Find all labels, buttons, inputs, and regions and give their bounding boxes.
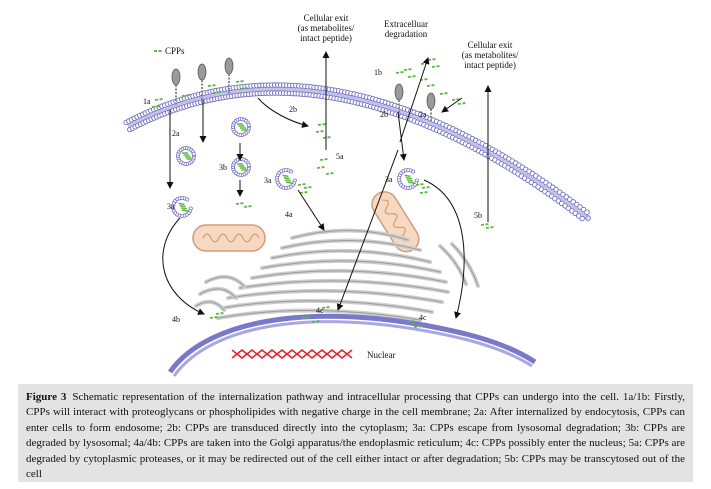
receptor-4	[394, 83, 404, 116]
label-4b: 4b	[172, 315, 180, 324]
label-5a: 5a	[336, 152, 344, 161]
dna-strand	[231, 348, 353, 360]
exit-right-line3: intact peptide)	[464, 60, 516, 70]
mitochondrion-left	[192, 224, 266, 252]
extracellular-line1: Extracelluar	[384, 19, 428, 29]
nuclear-label: Nuclear	[367, 350, 395, 360]
label-4c: 4c	[316, 306, 324, 315]
extracellular-line2: degradation	[385, 29, 428, 39]
exit-left-line1: Cellular exit	[304, 13, 349, 23]
label-2a-left: 2a	[172, 129, 180, 138]
label-3b: 3b	[219, 163, 227, 172]
receptor-2	[197, 63, 207, 100]
arrow-3a-mid	[297, 189, 325, 231]
cpp-peptides	[151, 58, 495, 328]
label-1a: 1a	[143, 97, 151, 106]
golgi-er-stacks	[194, 228, 480, 322]
nucleus	[167, 313, 537, 377]
exit-right-line1: Cellular exit	[468, 40, 513, 50]
exit-right-line2: (as metabolites/	[462, 50, 519, 60]
receptor-3	[224, 57, 234, 94]
pathway-arrows	[162, 51, 492, 319]
receptor-1	[171, 68, 181, 105]
cell-membrane	[123, 82, 591, 222]
label-3a-right: 3a	[385, 175, 393, 184]
arrow-5a	[336, 149, 399, 311]
receptor-5	[426, 92, 436, 123]
label-3a-left: 3a	[167, 202, 175, 211]
arrow-extracellular	[399, 57, 430, 143]
endosome-vesicles	[171, 117, 419, 218]
arrow-2b-left	[257, 97, 309, 128]
figure-label: Figure 3	[26, 391, 67, 403]
label-4c-right: 4c	[419, 313, 427, 322]
label-4a: 4a	[285, 210, 293, 219]
cpps-legend-label: CPPs	[165, 46, 185, 56]
arrow-4c	[423, 179, 465, 319]
label-2b-left: 2b	[289, 105, 297, 114]
label-3a-mid: 3a	[264, 176, 272, 185]
exit-left-line2: (as metabolites/	[298, 23, 355, 33]
label-2a-right: 2a	[419, 110, 427, 119]
label-5b: 5b	[474, 211, 482, 220]
label-1b: 1b	[374, 68, 382, 77]
exit-left-line3: intact peptide)	[300, 33, 352, 43]
arrow-2b-right	[397, 111, 407, 161]
arrow-4b	[162, 217, 205, 315]
cpp-internalization-diagram: Nuclear CPPs	[123, 13, 591, 377]
label-2b-right: 2b	[380, 110, 388, 119]
caption-text: Schematic representation of the internal…	[26, 391, 685, 481]
arrow-2a-right	[441, 97, 463, 113]
